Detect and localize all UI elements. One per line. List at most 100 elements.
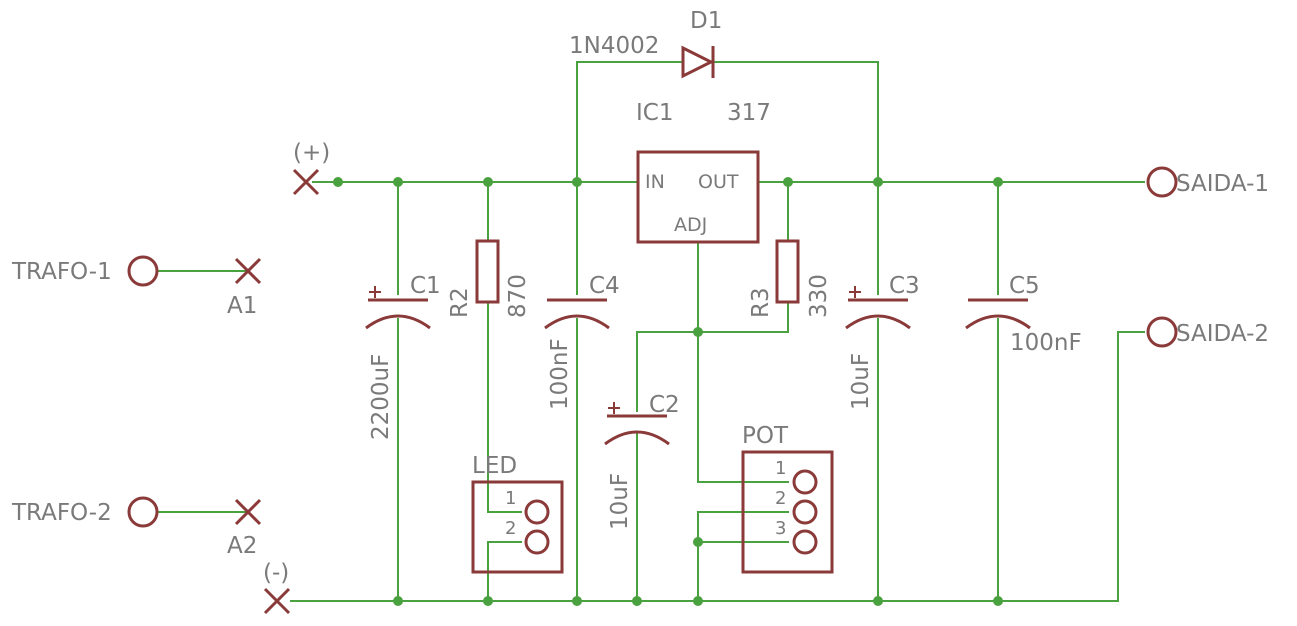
r3-ref-label: R3: [748, 287, 774, 318]
c4-value-label: 100nF: [547, 338, 573, 410]
ic1-pin-adj-label: ADJ: [674, 214, 707, 236]
a2-terminal[interactable]: A2: [227, 498, 262, 559]
led-pin1-label: 1: [505, 488, 516, 509]
diode-icon: [681, 45, 715, 79]
junction-dot: [483, 177, 493, 187]
resistor-r3[interactable]: R3 330: [748, 239, 832, 318]
cap-curved-plate: [365, 314, 431, 330]
trafo2-label: TRAFO-2: [11, 500, 112, 526]
connector-body: [471, 480, 564, 574]
c3-value-label: 10uF: [848, 353, 874, 410]
junction-dot: [993, 177, 1003, 187]
plus-sign-icon: [369, 286, 381, 298]
c4-ref-label: C4: [589, 273, 620, 299]
c5-value-label: 100nF: [1010, 330, 1082, 356]
resistor-icon: [775, 239, 800, 304]
led-ref-label: LED: [472, 453, 517, 479]
r2-wire: [487, 182, 522, 513]
junction-dot: [572, 177, 582, 187]
junction-dot: [693, 537, 703, 547]
pin-pad-icon: [524, 499, 550, 525]
connector-pad-icon: [1146, 316, 1178, 348]
trafo2-connector[interactable]: TRAFO-2: [11, 496, 159, 528]
x-marker-icon: [263, 587, 291, 615]
saida1-connector[interactable]: SAIDA-1: [1146, 166, 1269, 198]
junction-dot: [993, 596, 1003, 606]
pot-connector[interactable]: POT 1 2 3: [741, 423, 834, 574]
ic1-ref-label: IC1: [636, 100, 673, 126]
connector-body: [741, 450, 834, 574]
a1-terminal[interactable]: A1: [227, 257, 262, 319]
led-connector[interactable]: LED 1 2: [471, 453, 564, 574]
pot-ref-label: POT: [742, 423, 789, 449]
junction-dot: [693, 596, 703, 606]
minus-label: (-): [263, 560, 289, 586]
cap-curved-plate: [604, 430, 670, 446]
pot-pin3-label: 3: [775, 518, 786, 539]
cap-curved-plate: [965, 314, 1031, 330]
r3-value-label: 330: [806, 274, 832, 318]
saida2-connector[interactable]: SAIDA-2: [1146, 316, 1269, 348]
d1-value-label: 1N4002: [569, 33, 659, 59]
connector-pad-icon: [127, 255, 159, 287]
ic-body: [636, 150, 760, 244]
saida2-label: SAIDA-2: [1176, 321, 1269, 347]
saida1-label: SAIDA-1: [1176, 171, 1269, 197]
trafo1-connector[interactable]: TRAFO-1: [11, 255, 159, 287]
diode-wire: [576, 61, 879, 182]
led-ret-wire: [487, 541, 522, 601]
bottom-rail-wire: [290, 331, 1145, 602]
resistor-r2[interactable]: R2 870: [447, 239, 531, 318]
junction-dot: [393, 596, 403, 606]
pin-pad-icon: [524, 529, 550, 555]
plus-terminal[interactable]: (+): [292, 140, 330, 196]
r2-value-label: 870: [505, 274, 531, 318]
c1-value-label: 2200uF: [368, 354, 394, 440]
c2-value-label: 10uF: [607, 473, 633, 530]
r3-wire: [636, 182, 789, 412]
x-marker-icon: [292, 168, 320, 196]
capacitor-c1[interactable]: C1 2200uF: [365, 273, 441, 440]
junction-dot: [873, 596, 883, 606]
diode-d1[interactable]: D1 1N4002: [569, 8, 722, 79]
r2-ref-label: R2: [447, 287, 473, 318]
plus-sign-icon: [849, 286, 861, 298]
regulator-ic1[interactable]: IC1 317 IN OUT ADJ: [636, 100, 771, 244]
c2-ref-label: C2: [649, 392, 680, 418]
junction-dot: [393, 177, 403, 187]
connector-pad-icon: [127, 496, 159, 528]
capacitor-c3[interactable]: C3 10uF: [845, 273, 920, 410]
capacitor-c2[interactable]: C2 10uF: [604, 392, 680, 530]
cap-curved-plate: [544, 314, 610, 330]
pot-pin1-label: 1: [775, 458, 786, 479]
pot-pin2-label: 2: [775, 488, 786, 509]
minus-terminal[interactable]: (-): [263, 560, 291, 615]
c5-ref-label: C5: [1009, 273, 1040, 299]
capacitor-c4[interactable]: C4 100nF: [544, 273, 620, 410]
led-pin2-label: 2: [505, 518, 516, 539]
a2-label: A2: [227, 533, 257, 559]
trafo1-label: TRAFO-1: [11, 259, 112, 285]
d1-ref-label: D1: [690, 8, 722, 34]
connector-pad-icon: [1146, 166, 1178, 198]
junction-dot: [483, 596, 493, 606]
x-marker-icon: [234, 498, 262, 526]
junctions: [333, 177, 1003, 606]
plus-sign-icon: [608, 402, 620, 414]
x-marker-icon: [234, 257, 262, 285]
adj-wire: [697, 242, 789, 483]
cap-curved-plate: [845, 314, 911, 330]
wires: [158, 61, 1145, 602]
capacitor-c5[interactable]: C5 100nF: [965, 273, 1082, 356]
c1-ref-label: C1: [410, 273, 441, 299]
junction-dot: [783, 177, 793, 187]
junction-dot: [572, 596, 582, 606]
c3-ref-label: C3: [889, 273, 920, 299]
ic1-pin-in-label: IN: [645, 171, 665, 193]
junction-dot: [632, 596, 642, 606]
pin-pad-icon: [792, 469, 818, 495]
junction-dot: [873, 177, 883, 187]
junction-dot: [693, 327, 703, 337]
ic1-value-label: 317: [727, 100, 771, 126]
